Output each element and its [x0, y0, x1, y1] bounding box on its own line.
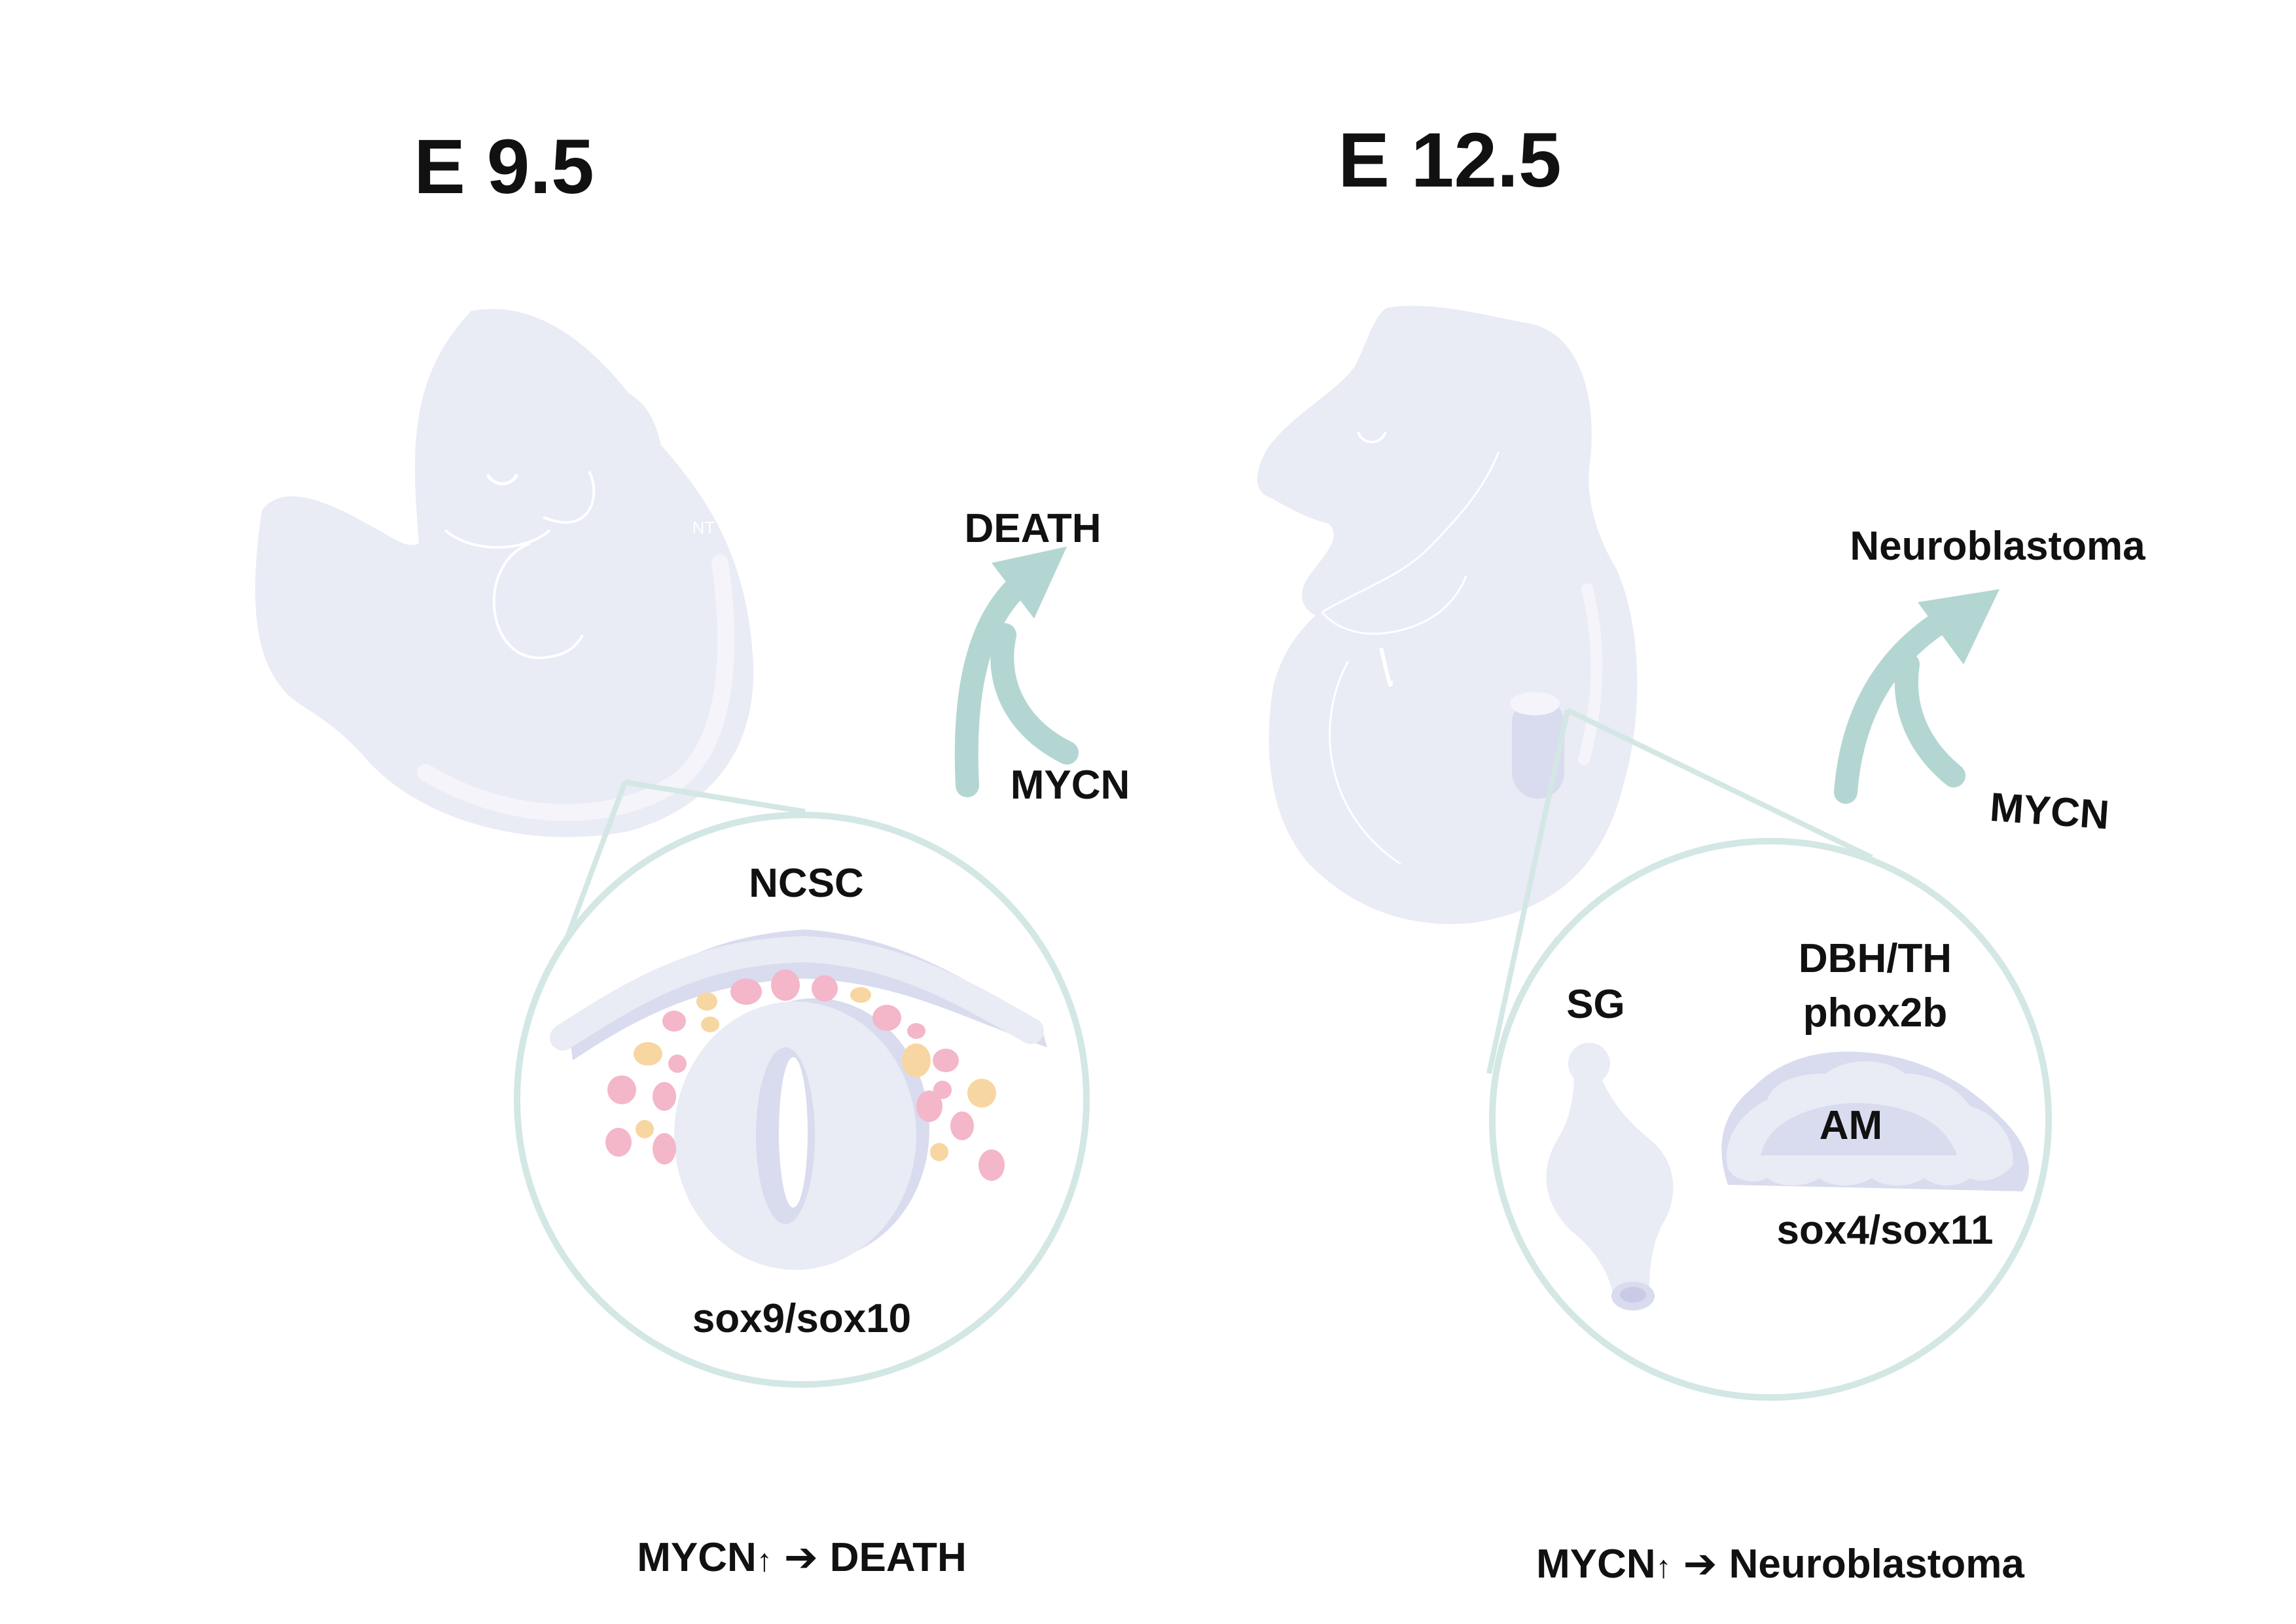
ncsc-cell: [653, 1133, 676, 1164]
embryo-e12-5: [1257, 306, 1638, 924]
markers-dbh-th: DBH/TH: [1799, 936, 1952, 981]
mycn-label-e12-5: MYCN: [1988, 785, 2111, 839]
embryo-body-e9-5: [255, 308, 754, 837]
face-line-e9-5: [444, 529, 551, 549]
ectoderm-highlight: [550, 935, 1044, 1051]
limb-digit: [1379, 647, 1393, 687]
ncsc-cell: [907, 1023, 925, 1039]
summary-arrow-e9-5: ➔: [784, 1535, 818, 1580]
summary-driver-e9-5: MYCN: [637, 1535, 757, 1580]
jaw-line-e9-5: [543, 471, 596, 524]
nt-mark: NT: [692, 518, 715, 537]
ncsc-cell: [634, 1042, 662, 1066]
ncsc-cell: [730, 979, 762, 1005]
summary-driver-e12-5: MYCN: [1536, 1542, 1656, 1587]
summary-outcome-e12-5: Neuroblastoma: [1729, 1542, 2025, 1587]
ganglion-top: [1568, 1043, 1610, 1085]
neural-crest-cells: [605, 969, 1005, 1181]
summary-up-e12-5: ↑: [1656, 1550, 1672, 1585]
stage-title-e12-5: E 12.5: [1338, 117, 1561, 204]
ncsc-cell: [653, 1082, 676, 1111]
zoom-connector-right-e12-5: [1566, 708, 1873, 860]
ncsc-cell: [636, 1120, 654, 1138]
summary-e12-5: MYCN↑ ➔ Neuroblastoma: [1536, 1542, 2024, 1587]
tail-curve-line: [1329, 660, 1401, 865]
ncsc-cell: [668, 1055, 687, 1073]
arrow-tail-e12-5: [1894, 653, 1965, 787]
arrow-tail-e9-5: [990, 623, 1079, 765]
ncsc-cell: [902, 1043, 931, 1077]
ncsc-cell: [662, 1011, 686, 1032]
eye-e12-5: [1357, 431, 1387, 444]
forelimb-lower: [1321, 575, 1467, 635]
embryo-body-e12-5: [1257, 306, 1638, 924]
summary-up-e9-5: ↑: [757, 1543, 772, 1578]
arrow-head-e9-5: [992, 547, 1067, 619]
sg-label: SG: [1566, 982, 1625, 1027]
stage-title-e9-5: E 9.5: [414, 124, 594, 210]
neural-tube-stripe: [417, 554, 735, 821]
ncsc-cell: [872, 1005, 901, 1031]
death-label: DEATH: [965, 506, 1102, 551]
adrenal-section: [1721, 1051, 2029, 1191]
ncsc-cell: [978, 1149, 1005, 1181]
adrenal-region: [1512, 697, 1564, 799]
ncsc-cell: [771, 969, 800, 1001]
eye-e9-5: [486, 473, 519, 486]
ncsc-cell: [930, 1143, 948, 1161]
summary-e9-5: MYCN↑ ➔ DEATH: [637, 1535, 966, 1580]
ncsc-cell: [950, 1111, 974, 1140]
heart-bulge-e9-5: [492, 542, 584, 660]
ncsc-cell: [701, 1017, 719, 1032]
ncsc-cell: [812, 975, 838, 1001]
markers-sox9-sox10: sox9/sox10: [692, 1296, 911, 1341]
markers-phox2b: phox2b: [1803, 990, 1947, 1036]
sympathetic-ganglion: [1546, 1060, 1674, 1296]
ncsc-cell: [607, 1075, 636, 1104]
arrow-head-e12-5: [1918, 589, 2000, 664]
mycn-label-e9-5: MYCN: [1011, 763, 1130, 808]
summary-arrow-e12-5: ➔: [1683, 1542, 1717, 1587]
ncsc-cell: [967, 1079, 996, 1108]
embryo-e9-5: NT: [255, 308, 754, 837]
summary-outcome-e9-5: DEATH: [830, 1535, 967, 1580]
panel-e12-5: E 12.5 SG: [1257, 117, 2145, 1587]
adrenal-cap: [1510, 692, 1560, 715]
arrow-shaft-e12-5: [1834, 600, 1969, 804]
panel-e9-5: E 9.5 NT: [255, 124, 1130, 1580]
ncsc-cell: [916, 1091, 942, 1122]
ncsc-label: NCSC: [749, 861, 864, 906]
ncsc-cell: [696, 992, 717, 1011]
ncsc-cell: [933, 1049, 959, 1072]
ncsc-cell: [850, 987, 871, 1003]
forelimb-line: [1321, 451, 1500, 613]
neural-tube-section: [550, 929, 1047, 1270]
ganglion-base-inner: [1620, 1287, 1646, 1303]
am-label: AM: [1820, 1103, 1882, 1148]
neuroblastoma-label: Neuroblastoma: [1850, 524, 2145, 569]
spine-stripe: [1578, 583, 1603, 765]
tube-lumen-highlight: [779, 1057, 808, 1208]
zoom-connector-top-e9-5: [624, 780, 806, 814]
adrenal-medulla: [1761, 1103, 1957, 1155]
ncsc-cell: [605, 1128, 632, 1157]
zoom-connector-left-e12-5: [1486, 710, 1570, 1074]
markers-sox4-sox11: sox4/sox11: [1777, 1208, 1994, 1253]
